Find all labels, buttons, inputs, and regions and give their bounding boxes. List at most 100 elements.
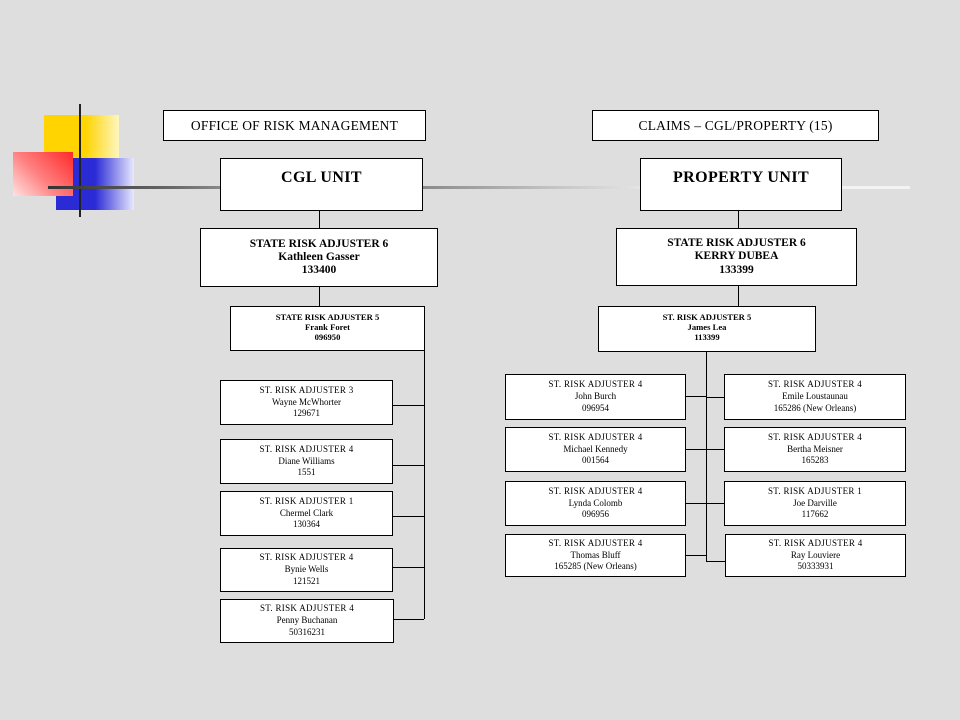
cgl-staff-2-title: ST. RISK ADJUSTER 4: [259, 443, 354, 454]
property-right-box-4: ST. RISK ADJUSTER 4 Ray Louviere 5033393…: [725, 534, 906, 577]
cgl-branch-4: [393, 567, 424, 568]
property-right-1-name: Emile Loustaunau: [782, 391, 848, 402]
cgl-staff-5-name: Penny Buchanan: [276, 615, 338, 626]
cgl-staff-3-name: Chermel Clark: [279, 507, 334, 518]
cgl-staff-1-title: ST. RISK ADJUSTER 3: [259, 384, 354, 395]
decor-bar-middle: [423, 186, 640, 189]
cgl-staff-box-4: ST. RISK ADJUSTER 4 Bynie Wells 121521: [220, 548, 393, 592]
cgl-staff-2-id: 1551: [297, 467, 316, 478]
property-right-4-name: Ray Louviere: [790, 549, 841, 560]
property-sra6-name: KERRY DUBEA: [694, 250, 779, 263]
cgl-unit-box: CGL UNIT: [220, 158, 423, 211]
cgl-sra6-title: STATE RISK ADJUSTER 6: [249, 237, 389, 250]
property-left-4-id: 165285 (New Orleans): [554, 561, 637, 572]
cgl-branch-2: [393, 465, 424, 466]
property-left-box-1: ST. RISK ADJUSTER 4 John Burch 096954: [505, 374, 686, 420]
cgl-sra6-id: 133400: [301, 264, 337, 277]
cgl-sra5-name: Frank Foret: [305, 321, 350, 332]
property-right-2-title: ST. RISK ADJUSTER 4: [767, 431, 863, 442]
property-right-1-title: ST. RISK ADJUSTER 4: [767, 379, 863, 390]
property-branch-right-2: [706, 449, 724, 450]
property-sra6-id: 133399: [719, 263, 754, 276]
property-right-3-title: ST. RISK ADJUSTER 1: [767, 485, 863, 496]
property-left-2-name: Michael Kennedy: [563, 443, 628, 454]
cgl-staff-box-1: ST. RISK ADJUSTER 3 Wayne McWhorter 1296…: [220, 380, 393, 425]
cgl-staff-box-3: ST. RISK ADJUSTER 1 Chermel Clark 130364: [220, 491, 393, 536]
property-left-1-id: 096954: [582, 402, 609, 413]
property-left-1-title: ST. RISK ADJUSTER 4: [548, 379, 643, 390]
property-right-2-name: Bertha Meisner: [787, 443, 843, 454]
property-branch-right-4: [706, 561, 725, 562]
cgl-sra6-box: STATE RISK ADJUSTER 6 Kathleen Gasser 13…: [200, 228, 438, 287]
cgl-staff-4-title: ST. RISK ADJUSTER 4: [259, 552, 354, 563]
property-unit-title: PROPERTY UNIT: [672, 169, 810, 186]
property-right-3-name: Joe Darville: [793, 497, 837, 508]
property-connector-2: [738, 286, 739, 306]
cgl-branch-3: [393, 516, 424, 517]
cgl-sra5-box: STATE RISK ADJUSTER 5 Frank Foret 096950: [230, 306, 425, 351]
cgl-connector-2: [319, 287, 320, 306]
cgl-connector-1: [319, 211, 320, 228]
decor-bar-left: [48, 186, 220, 189]
cgl-staff-4-id: 121521: [293, 575, 320, 586]
decor-red-square: [13, 152, 73, 196]
decor-vertical-line: [79, 104, 81, 217]
cgl-sra5-title: STATE RISK ADJUSTER 5: [275, 312, 380, 322]
cgl-sra6-name: Kathleen Gasser: [278, 250, 360, 263]
cgl-staff-box-5: ST. RISK ADJUSTER 4 Penny Buchanan 50316…: [220, 599, 394, 643]
cgl-staff-5-id: 50316231: [289, 626, 325, 637]
cgl-staff-box-2: ST. RISK ADJUSTER 4 Diane Williams 1551: [220, 439, 393, 484]
cgl-staff-3-title: ST. RISK ADJUSTER 1: [259, 495, 354, 506]
property-right-box-3: ST. RISK ADJUSTER 1 Joe Darville 117662: [724, 481, 906, 526]
property-left-1-name: John Burch: [574, 391, 617, 402]
property-left-box-2: ST. RISK ADJUSTER 4 Michael Kennedy 0015…: [505, 427, 686, 472]
property-left-2-title: ST. RISK ADJUSTER 4: [548, 431, 643, 442]
property-sra5-box: ST. RISK ADJUSTER 5 James Lea 113399: [598, 306, 816, 352]
property-left-4-name: Thomas Bluff: [570, 549, 621, 560]
cgl-staff-1-name: Wayne McWhorter: [272, 396, 341, 407]
property-sra5-id: 113399: [694, 331, 720, 342]
claims-header-text: CLAIMS – CGL/PROPERTY (15): [638, 117, 833, 133]
cgl-staff-4-name: Bynie Wells: [284, 564, 329, 575]
property-left-box-4: ST. RISK ADJUSTER 4 Thomas Bluff 165285 …: [505, 534, 686, 577]
property-connector-1: [738, 211, 739, 228]
property-branch-left-3: [686, 503, 706, 504]
property-left-2-id: 001564: [582, 455, 609, 466]
property-left-3-name: Lynda Colomb: [568, 497, 623, 508]
cgl-staff-1-id: 129671: [293, 408, 320, 419]
property-right-3-id: 117662: [801, 509, 829, 520]
decor-bar-right: [842, 186, 910, 189]
property-sra5-name: James Lea: [687, 321, 727, 332]
property-right-4-id: 50333931: [797, 561, 834, 572]
cgl-branch-5: [393, 619, 424, 620]
property-right-4-title: ST. RISK ADJUSTER 4: [768, 537, 863, 548]
cgl-sra5-id: 096950: [314, 331, 341, 342]
cgl-unit-title: CGL UNIT: [281, 169, 362, 186]
property-branch-left-1: [686, 396, 706, 397]
office-header: OFFICE OF RISK MANAGEMENT: [163, 110, 426, 141]
property-right-box-2: ST. RISK ADJUSTER 4 Bertha Meisner 16528…: [724, 427, 906, 472]
property-right-2-id: 165283: [801, 455, 829, 466]
property-spine: [706, 352, 707, 562]
cgl-branch-1: [393, 405, 424, 406]
property-left-3-id: 096956: [582, 509, 609, 520]
property-left-box-3: ST. RISK ADJUSTER 4 Lynda Colomb 096956: [505, 481, 686, 526]
property-left-4-title: ST. RISK ADJUSTER 4: [548, 537, 643, 548]
property-unit-box: PROPERTY UNIT: [640, 158, 842, 211]
property-branch-left-2: [686, 449, 706, 450]
cgl-staff-5-title: ST. RISK ADJUSTER 4: [259, 603, 355, 614]
cgl-staff-3-id: 130364: [293, 519, 320, 530]
property-branch-left-4: [686, 555, 706, 556]
property-branch-right-3: [706, 503, 724, 504]
property-branch-right-1: [706, 397, 724, 398]
claims-header: CLAIMS – CGL/PROPERTY (15): [592, 110, 879, 141]
office-header-text: OFFICE OF RISK MANAGEMENT: [190, 117, 399, 133]
cgl-spine: [424, 351, 425, 619]
property-left-3-title: ST. RISK ADJUSTER 4: [548, 485, 643, 496]
property-sra6-title: STATE RISK ADJUSTER 6: [667, 237, 806, 250]
property-right-box-1: ST. RISK ADJUSTER 4 Emile Loustaunau 165…: [724, 374, 906, 420]
property-sra6-box: STATE RISK ADJUSTER 6 KERRY DUBEA 133399: [616, 228, 857, 286]
cgl-staff-2-name: Diane Williams: [278, 455, 335, 466]
property-sra5-title: ST. RISK ADJUSTER 5: [662, 312, 752, 322]
property-right-1-id: 165286 (New Orleans): [773, 402, 857, 413]
